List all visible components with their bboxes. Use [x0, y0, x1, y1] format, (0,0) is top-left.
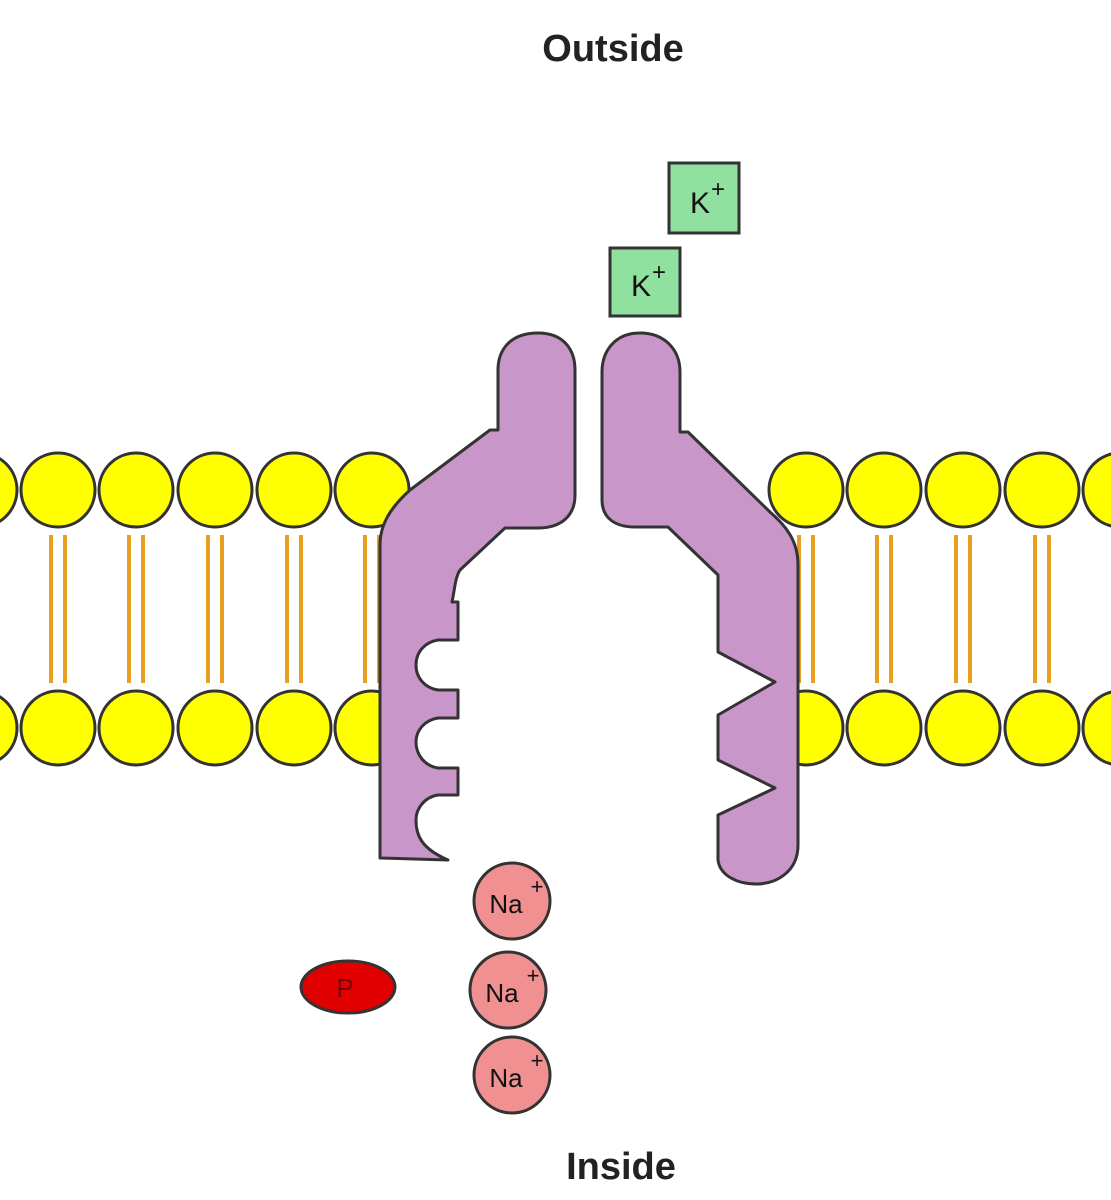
potassium-ion: K +: [667, 161, 741, 235]
phospholipid-head: [845, 451, 923, 529]
phospholipid-head: [767, 451, 845, 529]
sodium-charge: +: [527, 963, 540, 988]
phospholipid-head: [176, 689, 254, 767]
phospholipid-head: [924, 689, 1002, 767]
sodium-charge: +: [531, 1048, 544, 1073]
phospholipid-head: [1081, 452, 1111, 528]
sodium-ion: Na +: [472, 861, 552, 941]
sodium-ion: Na +: [468, 950, 548, 1030]
pump-left-subunit: [378, 331, 577, 862]
potassium-charge: +: [711, 176, 725, 203]
phospholipid-head: [97, 689, 175, 767]
phospholipid-head: [845, 689, 923, 767]
sodium-ion: Na +: [472, 1035, 552, 1115]
sodium-symbol: Na: [489, 889, 523, 919]
phospholipid-head: [0, 457, 19, 523]
phospholipid-head: [176, 451, 254, 529]
phospholipid-head: [19, 689, 97, 767]
pump-right-subunit: [600, 331, 800, 886]
phospholipid-head: [19, 451, 97, 529]
phospholipid-head: [1003, 451, 1081, 529]
phospholipid-head: [255, 689, 333, 767]
phospholipid-head: [0, 695, 19, 761]
phospholipid-head: [1003, 689, 1081, 767]
potassium-ion: K +: [608, 246, 682, 318]
phosphate-symbol: P: [336, 973, 353, 1003]
phospholipid-head: [97, 451, 175, 529]
potassium-symbol: K: [690, 187, 710, 220]
phosphate-group: P: [299, 959, 397, 1015]
sodium-symbol: Na: [489, 1063, 523, 1093]
sodium-charge: +: [531, 874, 544, 899]
inside-label: Inside: [566, 1146, 676, 1188]
outside-label: Outside: [542, 28, 684, 70]
phospholipid-head: [1081, 690, 1111, 766]
potassium-symbol: K: [631, 270, 651, 303]
phospholipid-head: [924, 451, 1002, 529]
potassium-charge: +: [652, 259, 666, 286]
lipid-tails: [49, 535, 1051, 683]
sodium-symbol: Na: [485, 978, 519, 1008]
phospholipid-head: [255, 451, 333, 529]
